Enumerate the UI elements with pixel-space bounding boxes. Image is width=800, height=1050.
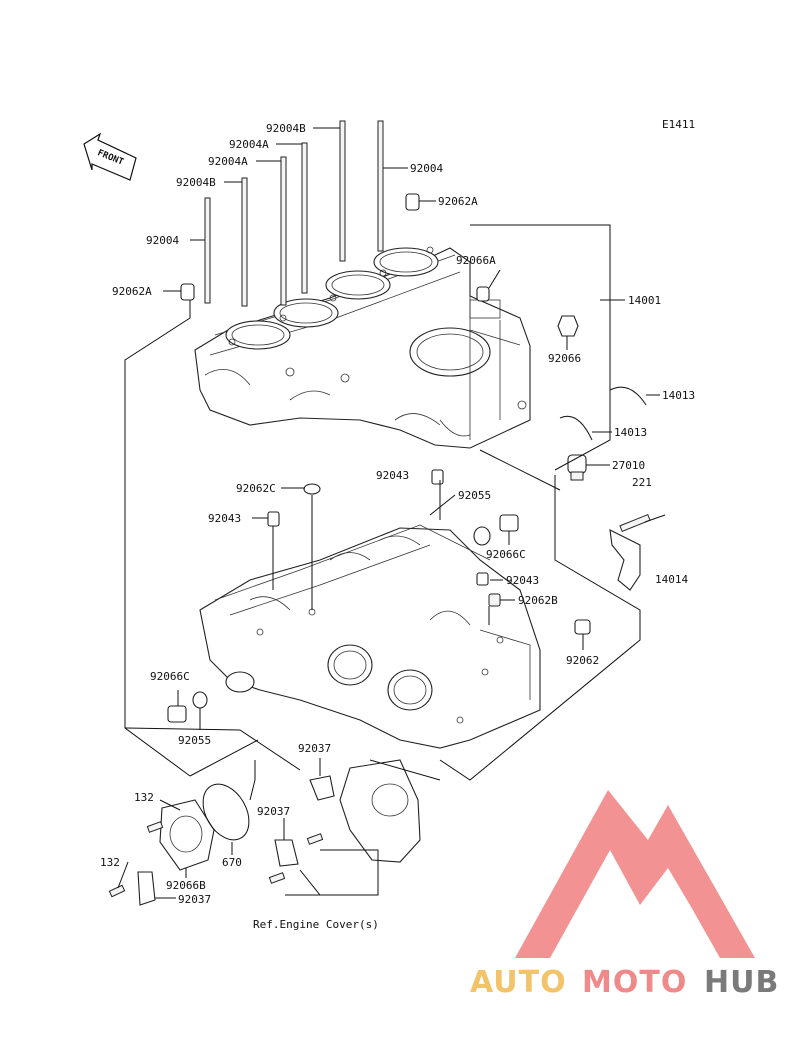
dowel-pin-92062a-left	[180, 283, 195, 301]
plug-92062	[574, 619, 591, 635]
label-221: 221	[632, 476, 652, 489]
label-92066c-a: 92066C	[486, 548, 526, 561]
label-92004b-b: 92004B	[176, 176, 216, 189]
watermark-logo-icon	[515, 790, 755, 958]
upper-crankcase	[194, 246, 531, 449]
dowel-92043-c	[476, 572, 489, 586]
label-92062c: 92062C	[236, 482, 276, 495]
bearing-14013-upper	[609, 386, 647, 406]
dowel-pin-92062a-top	[405, 193, 420, 211]
label-92037-b: 92037	[257, 805, 290, 818]
label-670: 670	[222, 856, 242, 869]
label-92066b: 92066B	[166, 879, 206, 892]
label-14013-a: 14013	[662, 389, 695, 402]
label-92062a-a: 92062A	[438, 195, 478, 208]
jet-92062c	[303, 483, 321, 495]
plug-92066	[557, 315, 579, 337]
label-92043-c: 92043	[506, 574, 539, 587]
switch-27010	[567, 454, 587, 481]
plug-92066c-b	[167, 705, 187, 723]
label-27010: 27010	[612, 459, 645, 472]
label-92062: 92062	[566, 654, 599, 667]
label-92043-a: 92043	[376, 469, 409, 482]
clamp-92037-mid	[274, 839, 299, 867]
label-92055-a: 92055	[458, 489, 491, 502]
ref-engine-cover-label: Ref.Engine Cover(s)	[253, 918, 379, 931]
plug-92066c-a	[499, 514, 519, 532]
watermark-text-auto: AUTO	[470, 965, 567, 1000]
label-92062a-b: 92062A	[112, 285, 152, 298]
label-92004b-a: 92004B	[266, 122, 306, 135]
label-132-a: 132	[134, 791, 154, 804]
label-14013-b: 14013	[614, 426, 647, 439]
bearing-14013-lower	[559, 415, 593, 441]
bolt-132-a	[146, 821, 164, 833]
dowel-92043-b	[267, 511, 280, 527]
bracket-14014	[609, 513, 651, 591]
bolt-engine-cover	[306, 833, 324, 845]
label-14014: 14014	[655, 573, 688, 586]
watermark-text-hub: HUB	[704, 965, 779, 1000]
clamp-92037-bottom	[137, 871, 156, 906]
plug-92066a	[476, 286, 490, 302]
label-92004-a: 92004	[410, 162, 443, 175]
label-92066c-b: 92066C	[150, 670, 190, 683]
clamp-92037-upper	[309, 775, 335, 801]
oring-670	[202, 783, 250, 841]
label-92037-c: 92037	[178, 893, 211, 906]
stud-bolts	[204, 120, 384, 307]
cover-92066b	[159, 799, 215, 871]
watermark-text-moto: MOTO	[582, 965, 687, 1000]
bolt-engine-cover-2	[268, 872, 286, 884]
label-92066a: 92066A	[456, 254, 496, 267]
bolt-132-b	[108, 884, 126, 898]
reference-lines	[124, 224, 641, 896]
label-92004-b: 92004	[146, 234, 179, 247]
label-92055-b: 92055	[178, 734, 211, 747]
label-132-b: 132	[100, 856, 120, 869]
diagram-code: E1411	[662, 118, 695, 131]
leader-lines	[117, 127, 666, 899]
engine-cover-plate	[339, 759, 421, 863]
oring-92055-b	[192, 691, 208, 709]
oring-92055-a	[473, 526, 491, 546]
part-labels: 92004B 92004A 92004 92004A 92004B 92062A…	[100, 122, 695, 931]
label-14001: 14001	[628, 294, 661, 307]
label-92004a-b: 92004A	[208, 155, 248, 168]
lower-crankcase	[199, 524, 541, 749]
label-92062b: 92062B	[518, 594, 558, 607]
front-arrow-icon: FRONT	[83, 132, 137, 181]
label-92037-a: 92037	[298, 742, 331, 755]
label-92066: 92066	[548, 352, 581, 365]
jet-92062b	[488, 593, 501, 607]
label-92043-b: 92043	[208, 512, 241, 525]
label-92004a-a: 92004A	[229, 138, 269, 151]
dowel-92043-a	[431, 469, 444, 485]
